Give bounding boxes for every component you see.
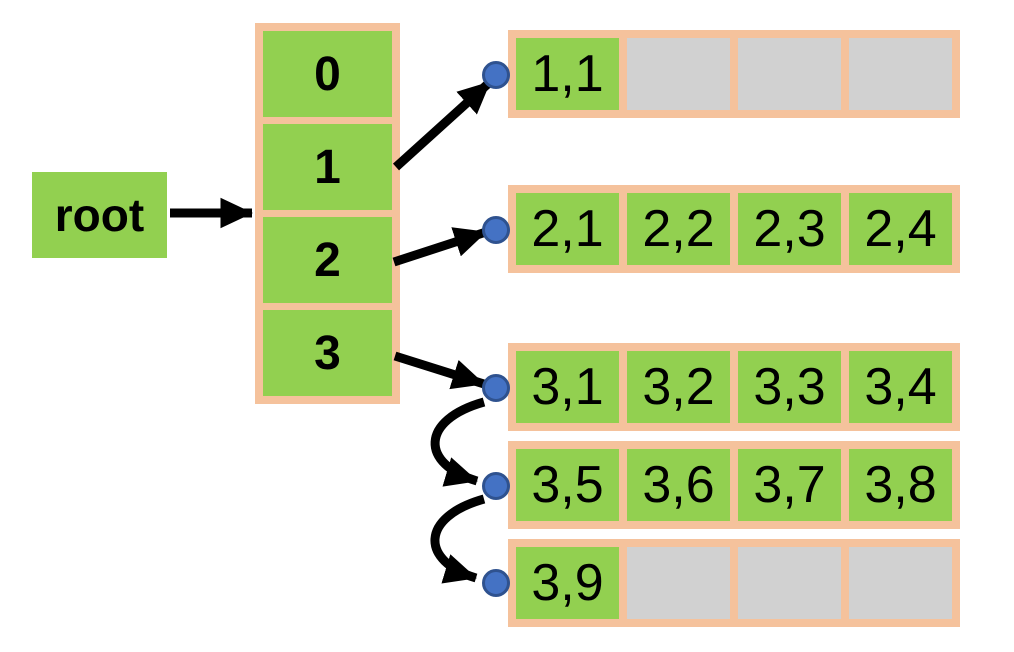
- array-cell: 3,3: [738, 351, 841, 423]
- array-cell: 3,9: [516, 547, 619, 619]
- index2-arrow: [392, 227, 488, 267]
- pointer-dot-row-3: [482, 374, 510, 402]
- array-cell: 2,1: [516, 193, 619, 265]
- array-row-2: 2,1 2,2 2,3 2,4: [508, 185, 960, 273]
- index1-arrow: [392, 78, 494, 171]
- array-row-4: 3,5 3,6 3,7 3,8: [508, 441, 960, 529]
- array-cell: [738, 547, 841, 619]
- array-cell: [849, 38, 952, 110]
- array-cell: 3,5: [516, 449, 619, 521]
- array-row-3: 3,1 3,2 3,3 3,4: [508, 343, 960, 431]
- array-row-1: 1,1: [508, 30, 960, 118]
- array-cell: 2,3: [738, 193, 841, 265]
- array-cell: [627, 547, 730, 619]
- index-cell-2: 2: [263, 217, 392, 303]
- array-cell: 3,8: [849, 449, 952, 521]
- index-cell-1: 1: [263, 124, 392, 210]
- index-cell-0: 0: [263, 31, 392, 117]
- pointer-dot-row-4: [482, 472, 510, 500]
- root-label: root: [54, 189, 145, 241]
- array-cell: [738, 38, 841, 110]
- array-row-5: 3,9: [508, 539, 960, 627]
- array-cell: 2,4: [849, 193, 952, 265]
- index-cell-3: 3: [263, 310, 392, 396]
- array-cell: 3,6: [627, 449, 730, 521]
- pointer-dot-row-2: [482, 216, 510, 244]
- chain-arc-row3-row4: [430, 397, 486, 487]
- pointer-dot-row-1: [482, 61, 510, 89]
- root-node: root: [32, 172, 167, 258]
- index-column: 0 1 2 3: [255, 23, 400, 404]
- array-cell: 3,1: [516, 351, 619, 423]
- chain-arc-row4-row5: [430, 494, 486, 584]
- array-cell: 2,2: [627, 193, 730, 265]
- array-cell: 3,4: [849, 351, 952, 423]
- array-cell: 1,1: [516, 38, 619, 110]
- array-cell: 3,7: [738, 449, 841, 521]
- array-cell: 3,2: [627, 351, 730, 423]
- array-cell: [627, 38, 730, 110]
- index3-arrow: [393, 351, 486, 390]
- array-cell: [849, 547, 952, 619]
- pointer-dot-row-5: [482, 569, 510, 597]
